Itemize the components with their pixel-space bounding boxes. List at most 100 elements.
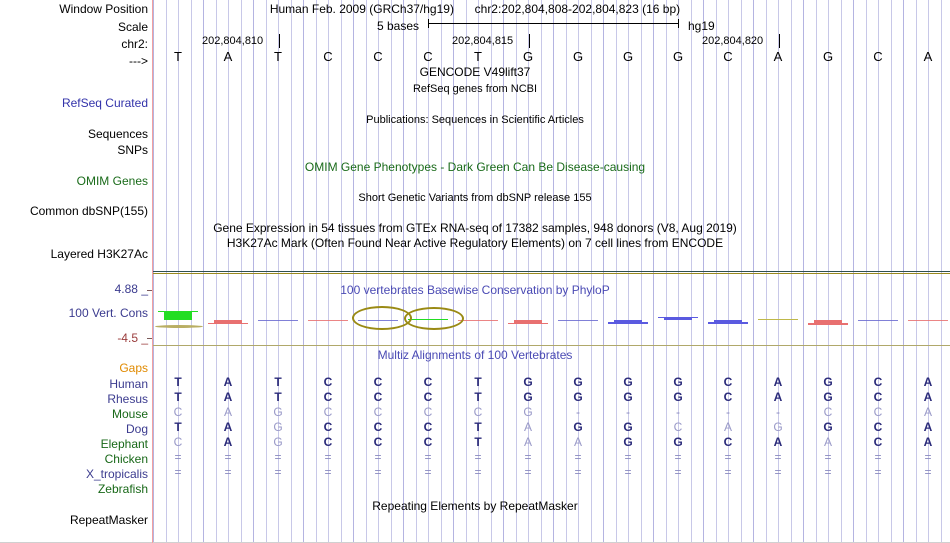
alignment-base: C [473, 405, 483, 419]
label-species-zebrafish[interactable]: Zebrafish [97, 482, 148, 496]
alignment-base: C [323, 390, 333, 404]
alignment-base: A [723, 420, 732, 434]
alignment-base: = [474, 450, 482, 464]
alignment-base: = [724, 465, 732, 479]
alignment-base: = [174, 450, 182, 464]
alignment-base: = [224, 465, 232, 479]
alignment-base: A [773, 375, 783, 389]
gencode-center-label[interactable]: GENCODE V49lift37 [419, 65, 531, 79]
track-label-gutter: Window Position Scale chr2: ---> RefSeq … [0, 0, 152, 543]
alignment-base: = [824, 450, 832, 464]
label-layered-h3k27ac[interactable]: Layered H3K27Ac [50, 247, 148, 261]
dbsnp-center-label[interactable]: Short Genetic Variants from dbSNP releas… [358, 192, 592, 204]
alignment-base: C [323, 435, 333, 449]
dna-base: T [174, 49, 182, 64]
alignment-base: = [674, 465, 682, 479]
coordinate-tick [529, 34, 530, 48]
coordinate-label: 202,804,810 [202, 35, 264, 47]
alignment-base: C [723, 435, 733, 449]
label-window-position: Window Position [59, 2, 148, 16]
alignment-base: A [923, 390, 933, 404]
alignment-base: G [273, 420, 283, 434]
omim-center-label[interactable]: OMIM Gene Phenotypes - Dark Green Can Be… [304, 160, 646, 174]
alignment-base: = [374, 465, 382, 479]
label-species-rhesus[interactable]: Rhesus [107, 392, 148, 406]
alignment-base: = [524, 450, 532, 464]
alignment-base: = [674, 450, 682, 464]
alignment-base: G [623, 390, 633, 404]
alignment-base: = [274, 465, 282, 479]
repeatmasker-center-label[interactable]: Repeating Elements by RepeatMasker [372, 499, 578, 513]
alignment-base: A [523, 420, 532, 434]
alignment-base: G [823, 390, 833, 404]
alignment-base: A [923, 435, 933, 449]
dna-base: T [274, 49, 282, 64]
alignment-base: C [173, 405, 183, 419]
alignment-base: G [823, 420, 833, 434]
label-species-chicken[interactable]: Chicken [104, 452, 148, 466]
alignment-base: = [274, 450, 282, 464]
alignment-base: C [723, 375, 733, 389]
assembly-title: Human Feb. 2009 (GRCh37/hg19) [269, 2, 454, 16]
publications-center-label[interactable]: Publications: Sequences in Scientific Ar… [366, 114, 584, 126]
label-common-dbsnp[interactable]: Common dbSNP(155) [29, 204, 148, 218]
alignment-base: T [474, 435, 482, 449]
alignment-base: G [573, 375, 583, 389]
gtex-center-label[interactable]: Gene Expression in 54 tissues from GTEx … [213, 221, 737, 235]
label-species-mouse[interactable]: Mouse [111, 407, 148, 421]
alignment-base: - [726, 405, 730, 419]
conservation-bar [214, 319, 242, 323]
conservation-center-label[interactable]: 100 vertebrates Basewise Conservation by… [340, 283, 610, 297]
label-species-elephant[interactable]: Elephant [100, 437, 148, 451]
alignment-base: C [373, 435, 383, 449]
alignment-base: C [873, 420, 883, 434]
alignment-base: - [676, 405, 680, 419]
alignment-base: G [673, 375, 683, 389]
label-species-human[interactable]: Human [109, 377, 148, 391]
alignment-base: = [424, 450, 432, 464]
label-repeatmasker[interactable]: RepeatMasker [69, 513, 148, 527]
alignment-base: G [523, 405, 533, 419]
refseq-center-label[interactable]: RefSeq genes from NCBI [412, 83, 538, 95]
label-sequences[interactable]: Sequences [87, 127, 148, 141]
alignment-base: = [324, 465, 332, 479]
alignment-base: C [873, 375, 883, 389]
label-species-dog[interactable]: Dog [125, 422, 148, 436]
conservation-bottom-divider [153, 345, 950, 346]
label-gaps[interactable]: Gaps [119, 361, 148, 375]
alignment-base: = [374, 450, 382, 464]
alignment-base: T [174, 375, 182, 389]
label-species-x-tropicalis[interactable]: X_tropicalis [85, 467, 148, 481]
label-100-vert-cons[interactable]: 100 Vert. Cons [68, 306, 148, 320]
conservation-whisker [158, 310, 198, 313]
conservation-whisker [458, 319, 498, 322]
conservation-bar [814, 319, 842, 324]
dna-base: A [923, 49, 933, 64]
dna-base: C [423, 49, 433, 64]
coordinate-tick [779, 34, 780, 48]
scale-bar [428, 19, 679, 28]
label-snps[interactable]: SNPs [117, 143, 148, 157]
multiz-center-label[interactable]: Multiz Alignments of 100 Vertebrates [377, 348, 573, 362]
alignment-base: C [423, 435, 433, 449]
conservation-whisker [258, 319, 298, 322]
label-scale: Scale [117, 20, 148, 34]
conservation-max-tick [147, 290, 153, 291]
alignment-base: C [423, 375, 433, 389]
alignment-row: ================ [153, 451, 950, 465]
dna-base: A [223, 49, 233, 64]
h3k27ac-center-label[interactable]: H3K27Ac Mark (Often Found Near Active Re… [226, 236, 724, 250]
alignment-base: T [174, 420, 182, 434]
dna-base: C [873, 49, 883, 64]
conservation-plot[interactable] [153, 296, 950, 342]
label-omim-genes[interactable]: OMIM Genes [76, 174, 148, 188]
alignment-base: = [874, 450, 882, 464]
alignment-base: C [723, 390, 733, 404]
dna-base: G [622, 49, 634, 64]
alignment-base: G [623, 375, 633, 389]
label-refseq-curated[interactable]: RefSeq Curated [61, 96, 148, 110]
